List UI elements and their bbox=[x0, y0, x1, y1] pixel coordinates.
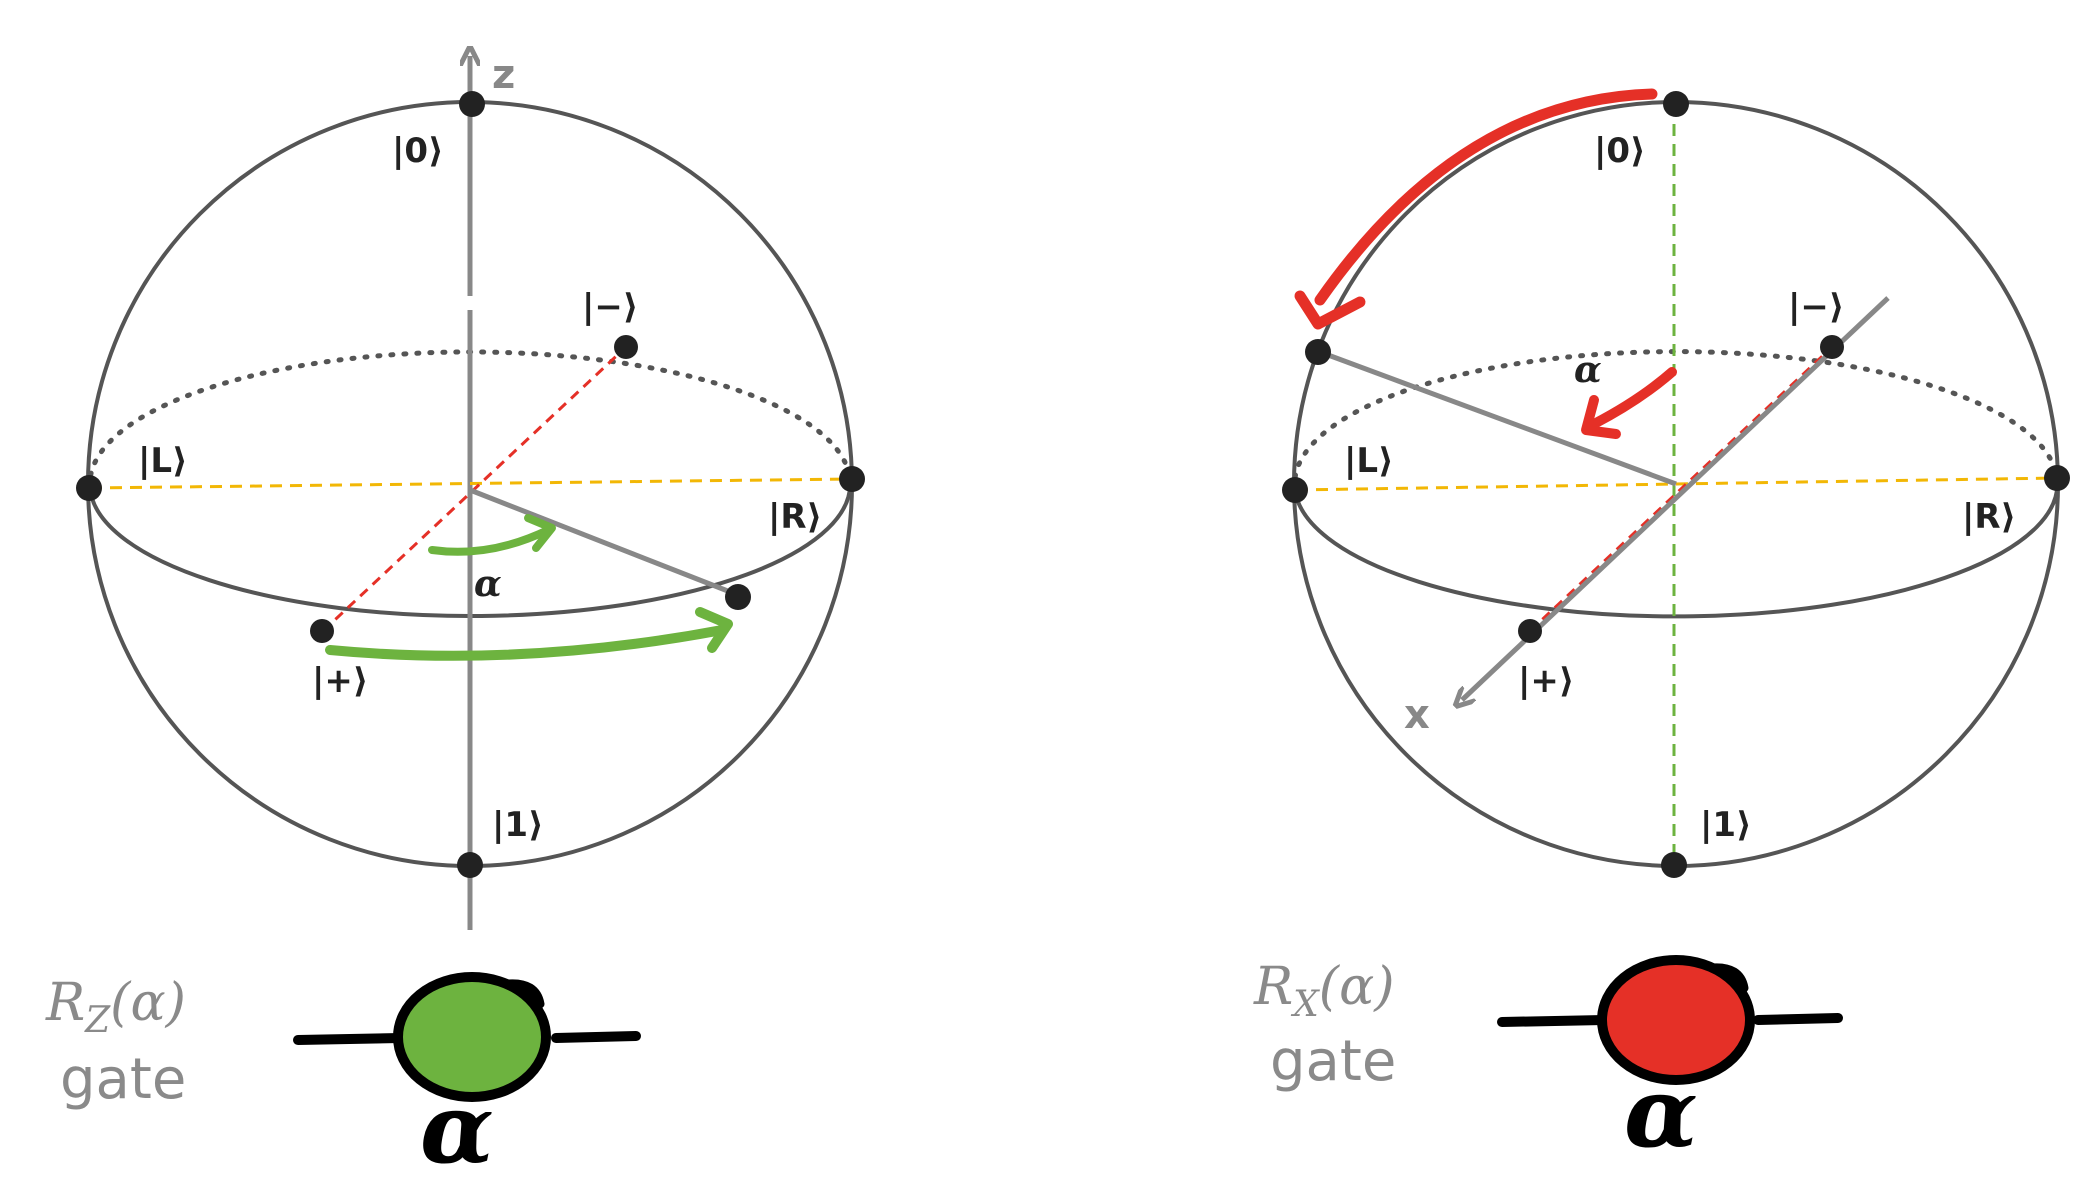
rx-label-one: |1⟩ bbox=[1700, 805, 1752, 845]
rz-small-rotation-arrowhead bbox=[524, 514, 556, 552]
rx-rotation-label: α bbox=[1574, 349, 1602, 391]
rx-gate-param: α bbox=[1624, 1056, 1698, 1169]
rz-wire-right bbox=[551, 1031, 641, 1043]
rx-rotated-vector bbox=[1319, 349, 1677, 487]
rx-dot-L bbox=[1282, 477, 1308, 503]
rx-large-rotation-arrow bbox=[1314, 88, 1658, 306]
rz-gate-name: RZ(α) bbox=[45, 973, 186, 1041]
rx-large-rotation-arrowhead bbox=[1294, 290, 1366, 330]
rz-dot-zero bbox=[459, 91, 485, 117]
rz-label-one: |1⟩ bbox=[492, 805, 544, 845]
rx-dot-plus bbox=[1518, 619, 1542, 643]
rz-gate-blob bbox=[393, 972, 551, 1102]
rx-dot-minus bbox=[1820, 335, 1844, 359]
rz-equator-front bbox=[88, 479, 853, 619]
rz-plus-minus-axis bbox=[321, 345, 628, 633]
rx-dot-R bbox=[2044, 465, 2070, 491]
rz-dot-one bbox=[457, 852, 483, 878]
rx-dot-zero bbox=[1663, 91, 1689, 117]
rz-gate-word: gate bbox=[60, 1047, 186, 1112]
rx-gate: RX(α) gate α bbox=[1253, 955, 1843, 1169]
rz-dot-L bbox=[76, 475, 102, 501]
rx-label-plus: |+⟩ bbox=[1518, 661, 1574, 701]
rx-label-minus: |−⟩ bbox=[1788, 287, 1844, 327]
rx-small-rotation-arrowhead bbox=[1581, 395, 1621, 439]
rz-label-L: |L⟩ bbox=[138, 441, 188, 481]
rz-wire-left bbox=[293, 1033, 405, 1045]
rz-gate: RZ(α) gate α bbox=[45, 972, 641, 1185]
rz-axis-label: z bbox=[492, 52, 515, 98]
rx-bloch-sphere: x |0⟩ |1⟩ |−⟩ |L⟩ |R⟩ |+⟩ α bbox=[1282, 88, 2070, 878]
rx-dot-one bbox=[1661, 852, 1687, 878]
rz-dot-plus bbox=[310, 619, 334, 643]
rx-gate-word: gate bbox=[1270, 1029, 1396, 1094]
rx-dot-rotated bbox=[1305, 339, 1331, 365]
rz-gate-blob-flick bbox=[503, 979, 545, 1009]
rz-label-plus: |+⟩ bbox=[312, 661, 368, 701]
rz-label-minus: |−⟩ bbox=[582, 287, 638, 327]
rx-gate-blob-flick bbox=[1707, 963, 1749, 993]
rx-plus-minus-axis bbox=[1528, 345, 1834, 633]
rz-rotation-label: α bbox=[474, 563, 502, 605]
rz-dot-R bbox=[839, 466, 865, 492]
rx-equator-back bbox=[1292, 349, 2060, 493]
rz-gate-param: α bbox=[420, 1072, 494, 1185]
rz-lr-axis bbox=[89, 477, 853, 490]
rz-large-rotation-arrow bbox=[325, 625, 727, 661]
rz-large-rotation-arrowhead bbox=[695, 607, 733, 653]
rx-wire-right bbox=[1753, 1013, 1843, 1025]
rx-label-R: |R⟩ bbox=[1962, 497, 2016, 537]
rz-bloch-sphere: z |0⟩ |1⟩ |−⟩ |L⟩ |R⟩ |+⟩ α bbox=[76, 52, 865, 930]
rx-wire-left bbox=[1497, 1015, 1609, 1027]
rz-rotated-vector bbox=[469, 487, 739, 598]
rx-label-zero: |0⟩ bbox=[1594, 131, 1646, 171]
rx-label-L: |L⟩ bbox=[1344, 441, 1394, 481]
rz-dot-minus bbox=[614, 335, 638, 359]
rx-gate-name: RX(α) bbox=[1253, 957, 1395, 1025]
rz-label-R: |R⟩ bbox=[768, 497, 822, 537]
rz-small-rotation-arrow bbox=[428, 526, 552, 556]
rz-equator-back bbox=[87, 349, 853, 491]
rz-dot-rotated bbox=[725, 584, 751, 610]
rz-label-zero: |0⟩ bbox=[392, 131, 444, 171]
rx-small-rotation-arrow bbox=[1589, 367, 1677, 429]
rx-axis-label: x bbox=[1404, 692, 1430, 738]
rx-gate-blob bbox=[1597, 955, 1755, 1085]
rx-equator-front bbox=[1293, 477, 2060, 619]
